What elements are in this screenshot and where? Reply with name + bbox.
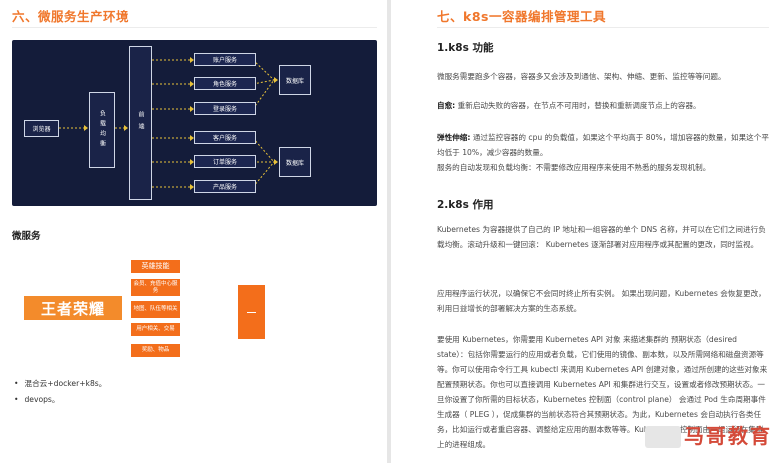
- text-autoscale: 通过监控容器的 cpu 的负载值，如果这个平均高于 80%，增加容器的数量，如果…: [437, 133, 769, 157]
- frontend-box: 前端: [129, 46, 152, 200]
- divider: [12, 27, 377, 28]
- heading-k8s-features: 1.k8s 功能: [437, 42, 494, 54]
- label-self-healing: 自愈:: [437, 101, 456, 110]
- paragraph-self-healing: 自愈: 重新启动失败的容器，在节点不可用时，替换和重新调度节点上的容器。: [437, 98, 769, 113]
- right-page: 七、k8s一容器编排管理工具 1.k8s 功能 微服务需要跑多个容器，容器多又会…: [391, 0, 780, 463]
- micro-box: 用户相关、交易: [131, 323, 180, 336]
- service-box: 登录服务: [194, 102, 256, 115]
- service-box: 产品服务: [194, 180, 256, 193]
- paragraph-autoscale: 弹性伸缩: 通过监控容器的 cpu 的负载值，如果这个平均高于 80%，增加容器…: [437, 130, 769, 160]
- text-self-healing: 重新启动失败的容器，在节点不可用时，替换和重新调度节点上的容器。: [457, 101, 701, 110]
- service-box: 账户服务: [194, 53, 256, 66]
- micro-service-title: 微服务: [12, 231, 41, 242]
- section-title-k8s: 七、k8s一容器编排管理工具: [437, 9, 606, 24]
- watermark-logo-icon: [645, 426, 681, 448]
- database-box: 数据库: [279, 147, 311, 177]
- micro-box: 会员、充值中心服务: [131, 279, 180, 296]
- diagram-arrows: [59, 57, 278, 190]
- bullet-item: 混合云+docker+k8s。: [14, 378, 106, 389]
- paragraph: 微服务需要跑多个容器，容器多又会涉及到通信、架构、伸缩、更新、监控等等问题。: [437, 72, 726, 81]
- browser-box: 浏览器: [24, 120, 59, 137]
- paragraph: 应用程序运行状况，以确保它不会同时终止所有实例。 如果出现问题，Kubernet…: [437, 289, 766, 313]
- game-logo: 王者荣耀: [24, 296, 122, 320]
- paragraph: 要使用 Kubernetes，你需要用 Kubernetes API 对象 来描…: [437, 335, 768, 449]
- database-box: 数据库: [279, 65, 311, 95]
- load-balancer-box: 负载均衡: [89, 92, 115, 168]
- page-gutter: [387, 0, 391, 463]
- service-box: 订单服务: [194, 155, 256, 168]
- micro-box: 英雄技能: [131, 260, 180, 273]
- watermark: 马哥教育: [684, 424, 772, 448]
- label-autoscale: 弹性伸缩:: [437, 133, 471, 142]
- service-box: 客户服务: [194, 131, 256, 144]
- architecture-diagram: 浏览器 负载均衡 前端 账户服务 角色服务 登录服务 客户服务 订单服务 产品服…: [12, 40, 377, 206]
- section-title-microservice-env: 六、微服务生产环境: [12, 9, 130, 24]
- service-box: 角色服务: [194, 77, 256, 90]
- paragraph: Kubernetes 为容器提供了自己的 IP 地址和一组容器的单个 DNS 名…: [437, 225, 766, 249]
- divider: [437, 27, 769, 28]
- micro-box: 奖励、物品: [131, 344, 180, 357]
- paragraph: 服务的自动发现和负载均衡：不需要修改应用程序来使用不熟悉的服务发现机制。: [437, 163, 711, 172]
- left-page: 六、微服务生产环境: [0, 0, 387, 463]
- bullet-item: devops。: [14, 394, 59, 405]
- micro-container-bar: [238, 285, 265, 339]
- micro-box: 地图、队伍等相关: [131, 301, 180, 318]
- heading-k8s-role: 2.k8s 作用: [437, 199, 494, 211]
